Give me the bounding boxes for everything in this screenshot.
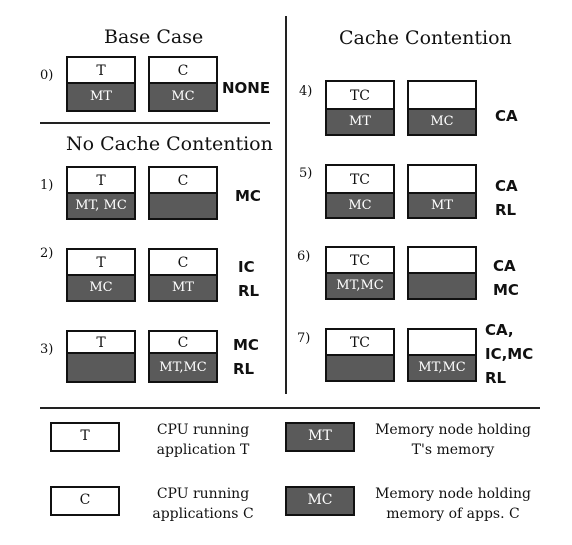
vertical-divider	[285, 16, 287, 394]
cpu-box: TC	[325, 80, 395, 108]
section-title-base-case: Base Case	[104, 26, 204, 48]
section-title-cache-contention: Cache Contention	[339, 27, 512, 49]
scenario-number: 4)	[299, 84, 313, 99]
legend-text-mt: Memory node holding T's memory	[375, 422, 531, 458]
memory-box: MC	[325, 192, 395, 219]
legend-box-mc: MC	[285, 486, 355, 516]
cpu-box	[407, 246, 477, 272]
cpu-box: C	[148, 166, 218, 192]
memory-box: MC	[148, 82, 218, 112]
scenario-number: 2)	[40, 246, 54, 261]
memory-box: MC	[407, 108, 477, 136]
scenario-label: MC	[235, 187, 261, 205]
scenario-label: CA	[495, 107, 518, 125]
memory-box: MT	[325, 108, 395, 136]
memory-box	[148, 192, 218, 220]
cpu-box: TC	[325, 246, 395, 272]
cpu-box: T	[66, 166, 136, 192]
legend-text-mc: Memory node holding memory of apps. C	[375, 486, 531, 522]
memory-box: MC	[66, 274, 136, 302]
legend-box-t: T	[50, 422, 120, 452]
memory-box: MT	[407, 192, 477, 219]
memory-box	[325, 354, 395, 382]
scenario-label: CA, IC,MC RL	[485, 321, 534, 387]
left-section-divider	[40, 122, 270, 124]
cpu-box: C	[148, 248, 218, 274]
legend-text-t: CPU running application T	[156, 422, 250, 458]
scenario-label: MC RL	[233, 336, 259, 378]
legend-text-c: CPU running applications C	[152, 486, 254, 522]
scenario-number: 1)	[40, 178, 54, 193]
memory-box: MT	[66, 82, 136, 112]
cpu-box	[407, 328, 477, 354]
cpu-box: T	[66, 248, 136, 274]
memory-box: MT,MC	[325, 272, 395, 300]
scenario-label: NONE	[222, 79, 271, 97]
cpu-box: TC	[325, 328, 395, 354]
scenario-label: IC RL	[238, 258, 260, 300]
cpu-box: TC	[325, 164, 395, 192]
cpu-box: T	[66, 56, 136, 82]
cpu-box: C	[148, 330, 218, 352]
memory-box: MT,MC	[148, 352, 218, 383]
cpu-box	[407, 164, 477, 192]
scenario-number: 6)	[297, 249, 311, 264]
cpu-box: T	[66, 330, 136, 352]
cpu-box	[407, 80, 477, 108]
memory-box: MT	[148, 274, 218, 302]
scenario-label: CA MC	[493, 257, 519, 299]
scenario-number: 7)	[297, 331, 311, 346]
legend-box-mt: MT	[285, 422, 355, 452]
legend-divider	[40, 407, 540, 409]
section-title-no-cache-contention: No Cache Contention	[66, 133, 273, 155]
cpu-box: C	[148, 56, 218, 82]
memory-box	[407, 272, 477, 300]
scenario-number: 0)	[40, 68, 54, 83]
scenario-number: 5)	[299, 166, 313, 181]
scenario-label: CA RL	[495, 177, 518, 219]
memory-box: MT, MC	[66, 192, 136, 220]
memory-box	[66, 352, 136, 383]
scenario-number: 3)	[40, 342, 54, 357]
legend-box-c: C	[50, 486, 120, 516]
memory-box: MT,MC	[407, 354, 477, 382]
